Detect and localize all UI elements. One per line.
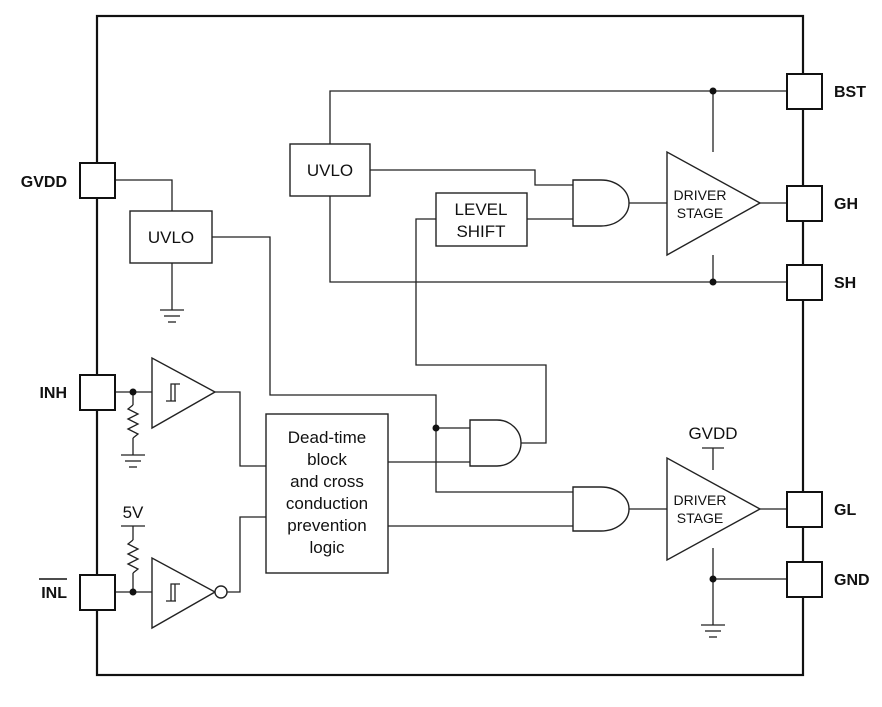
inverter-bubble bbox=[214, 585, 228, 599]
driver-stage-low bbox=[666, 456, 762, 562]
deadtime-label-line: and cross bbox=[290, 472, 364, 491]
schmitt-trigger-icon bbox=[166, 583, 180, 602]
gvdd-supply-label: GVDD bbox=[688, 424, 737, 443]
deadtime-block bbox=[265, 413, 389, 574]
pin-gvdd-label: GVDD bbox=[21, 174, 67, 191]
ground-symbol bbox=[701, 624, 725, 638]
pin-inl bbox=[79, 574, 116, 611]
pin-gnd bbox=[786, 561, 823, 598]
pin-sh-label: SH bbox=[834, 275, 856, 292]
pin-gl bbox=[786, 491, 823, 528]
pin-gh bbox=[786, 185, 823, 222]
pin-inh bbox=[79, 374, 116, 411]
wires bbox=[115, 90, 787, 625]
deadtime-label-line: prevention bbox=[287, 516, 366, 535]
pin-bst-label: BST bbox=[834, 84, 866, 101]
ground-symbol bbox=[121, 454, 145, 468]
uvlo-top-block bbox=[289, 143, 371, 197]
driver-high-label-line1: DRIVER bbox=[674, 187, 727, 203]
schmitt-inverter-inl bbox=[151, 556, 217, 630]
pin-inl-label: INL bbox=[41, 585, 67, 602]
chip-outline bbox=[95, 14, 805, 677]
uvlo-left-block bbox=[129, 210, 213, 264]
driver-high-label-line2: STAGE bbox=[677, 205, 723, 221]
deadtime-label-line: Dead-time bbox=[288, 428, 366, 447]
and-gate-mid bbox=[469, 419, 522, 467]
pin-gnd-label: GND bbox=[834, 572, 870, 589]
deadtime-label-line: block bbox=[307, 450, 347, 469]
ground-symbol bbox=[160, 309, 184, 323]
deadtime-label-line: logic bbox=[310, 538, 345, 557]
driver-low-label-line2: STAGE bbox=[677, 510, 723, 526]
pin-inh-label: INH bbox=[39, 385, 67, 402]
schmitt-trigger-icon bbox=[166, 383, 180, 402]
and-gate-high bbox=[572, 179, 630, 227]
junction-dots bbox=[129, 87, 717, 596]
pin-gh-label: GH bbox=[834, 196, 858, 213]
uvlo-top-label: UVLO bbox=[307, 161, 353, 180]
pin-sh bbox=[786, 264, 823, 301]
uvlo-left-label: UVLO bbox=[148, 228, 194, 247]
level-shift-label-line1: LEVEL bbox=[455, 200, 508, 219]
and-gate-low bbox=[572, 486, 630, 532]
driver-low-label-line1: DRIVER bbox=[674, 492, 727, 508]
level-shift-label-line2: SHIFT bbox=[456, 222, 505, 241]
pin-bst bbox=[786, 73, 823, 110]
pin-gvdd bbox=[79, 162, 116, 199]
supply-5v-label: 5V bbox=[123, 503, 144, 522]
pin-gl-label: GL bbox=[834, 502, 856, 519]
driver-stage-high bbox=[666, 150, 762, 257]
level-shift-block bbox=[435, 192, 528, 247]
deadtime-label-line: conduction bbox=[286, 494, 368, 513]
deadtime-label: Dead-time block and cross conduction pre… bbox=[286, 428, 368, 557]
schmitt-buffer-inh bbox=[151, 356, 217, 430]
